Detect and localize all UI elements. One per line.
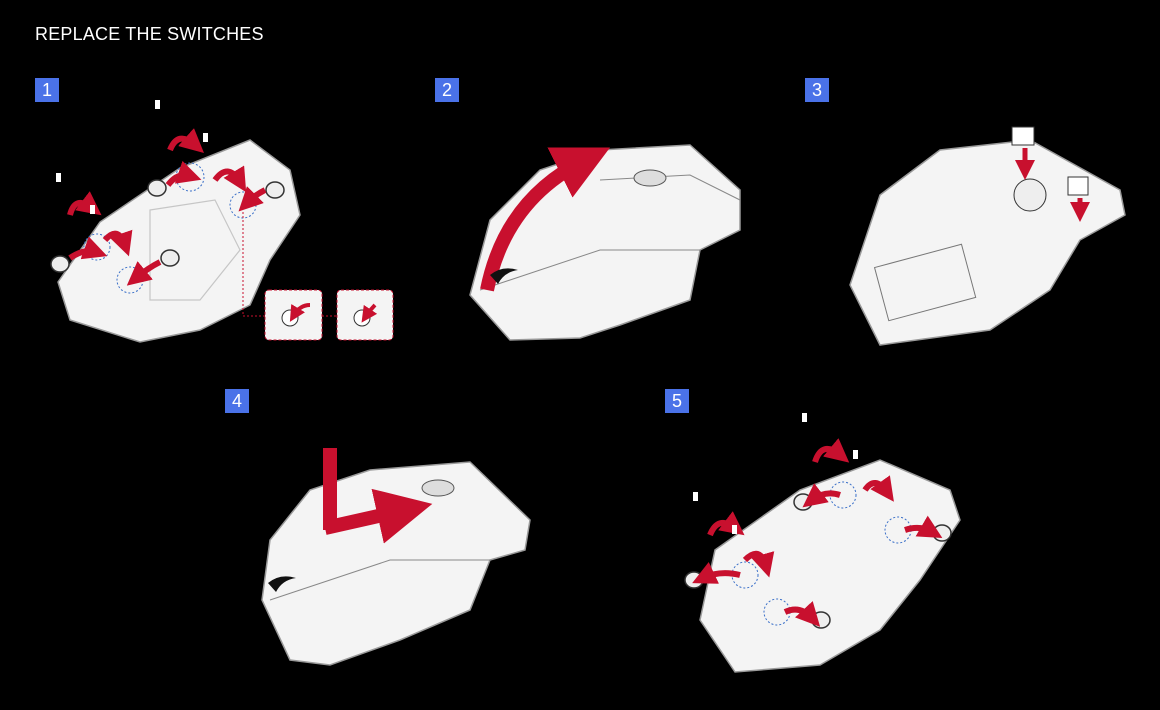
arrow-icons (692, 438, 943, 627)
step-5-illustration (684, 413, 961, 673)
step-4-badge: 4 (225, 389, 249, 413)
lift-arrow-icon (480, 147, 611, 292)
rog-logo-icon (268, 576, 296, 592)
step-1-badge: 1 (35, 78, 59, 102)
scroll-wheel (421, 479, 455, 497)
arrow-icons (67, 128, 267, 286)
switch-icon (1011, 126, 1035, 146)
step-5-badge: 5 (665, 389, 689, 413)
switch-icon (1067, 176, 1089, 196)
step-3-badge: 3 (805, 78, 829, 102)
mouse-feet (50, 179, 285, 273)
screw-icons (693, 413, 858, 534)
mouse-open-shape (849, 139, 1126, 346)
step-2-badge: 2 (435, 78, 459, 102)
mouse-top-shape (469, 144, 741, 341)
mouse-bottom-shape (699, 459, 961, 673)
rog-logo-icon (490, 268, 518, 284)
screw-icons (56, 100, 208, 214)
step-2-illustration (469, 144, 741, 341)
mouse-bottom-shape (57, 139, 301, 343)
page-title: REPLACE THE SWITCHES (35, 24, 264, 44)
scroll-wheel (633, 169, 667, 187)
step-1-illustration (50, 100, 394, 343)
step-4-illustration (261, 448, 531, 666)
step-3-illustration (849, 126, 1126, 346)
mouse-top-shape (261, 461, 531, 666)
